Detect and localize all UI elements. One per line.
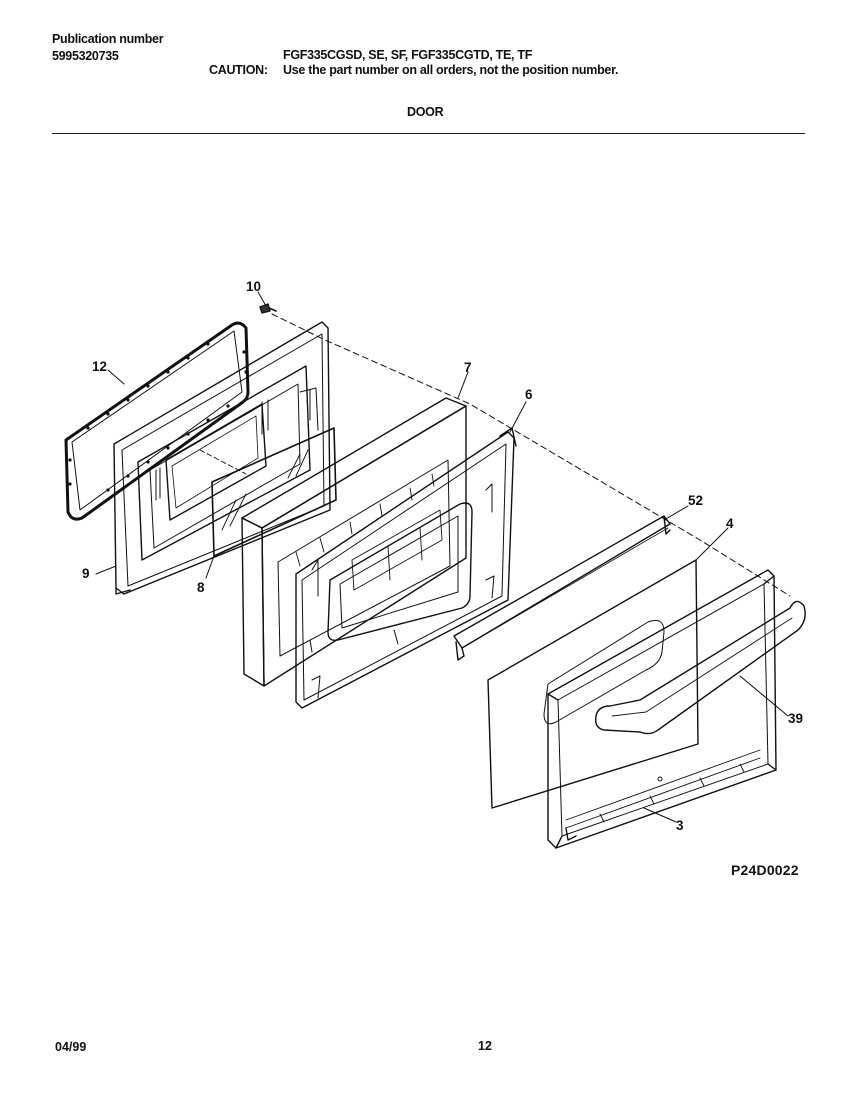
- part-39-door-handle: [594, 600, 806, 735]
- part-52-trim-strip: [453, 515, 671, 661]
- header-rule: [52, 133, 805, 134]
- caution-text: Use the part number on all orders, not t…: [283, 63, 619, 77]
- callout-6: 6: [525, 387, 533, 402]
- part-10-screw: [259, 303, 277, 314]
- part-4-outer-glass: [487, 559, 699, 809]
- leader-39: [739, 675, 789, 717]
- callout-8: 8: [197, 580, 205, 595]
- callout-39: 39: [788, 711, 803, 726]
- part-6-door-panel: [295, 427, 517, 709]
- section-title: DOOR: [407, 105, 444, 119]
- leader-3: [643, 807, 677, 823]
- part-12-gasket: [64, 321, 250, 521]
- diagram-code: P24D0022: [731, 862, 799, 878]
- callout-7: 7: [464, 360, 472, 375]
- model-numbers: FGF335CGSD, SE, SF, FGF335CGTD, TE, TF: [283, 48, 533, 62]
- leader-6: [509, 401, 527, 433]
- leader-7: [457, 371, 469, 399]
- alignment-dashed-line: [271, 313, 791, 597]
- leader-52: [663, 505, 689, 521]
- callout-52: 52: [688, 493, 703, 508]
- callout-10: 10: [246, 279, 261, 294]
- caution-label: CAUTION:: [209, 63, 268, 77]
- callout-4: 4: [726, 516, 734, 531]
- leader-10: [257, 291, 267, 307]
- leader-8: [205, 555, 215, 579]
- page-number: 12: [478, 1039, 492, 1053]
- publication-label: Publication number: [52, 32, 164, 46]
- part-7-insulation: [241, 397, 467, 687]
- part-3-door-frame: [547, 569, 777, 849]
- leader-9: [95, 565, 117, 575]
- footer-date: 04/99: [55, 1040, 87, 1054]
- publication-number: 5995320735: [52, 49, 119, 63]
- leader-12: [107, 369, 125, 385]
- callout-9: 9: [82, 566, 90, 581]
- leader-4: [695, 527, 729, 561]
- callout-3: 3: [676, 818, 684, 833]
- callout-12: 12: [92, 359, 107, 374]
- part-8-window-glass: [199, 427, 337, 557]
